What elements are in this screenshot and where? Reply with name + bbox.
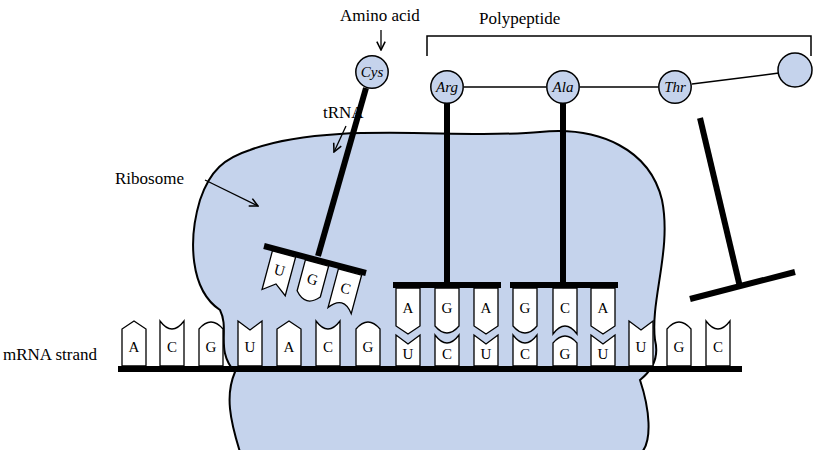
base-letter: C <box>167 340 177 355</box>
mrna-base: C <box>316 321 340 366</box>
mrna-base: U <box>591 335 615 366</box>
base-letter: G <box>363 340 374 355</box>
base-letter: U <box>598 347 609 362</box>
anticodon-base: C <box>553 288 577 334</box>
amino-acid-circle: Ala <box>546 70 580 104</box>
leader-arrow <box>380 30 381 50</box>
anticodon-base: A <box>396 288 420 334</box>
base-letter: A <box>403 301 414 316</box>
anticodon-base: G <box>513 288 537 334</box>
ribosome-body <box>193 131 665 450</box>
empty-trna-bar <box>690 272 795 299</box>
amino-acid-circle: Cys <box>355 55 389 89</box>
mrna-base: A <box>122 321 146 366</box>
mrna-base: C <box>160 321 184 366</box>
base-letter: A <box>598 301 609 316</box>
mrna-base: A <box>277 321 301 366</box>
part-label: Polypeptide <box>479 10 560 29</box>
amino-acid-circle <box>778 53 812 87</box>
base-letter: G <box>442 301 453 316</box>
amino-acid-name: Arg <box>436 80 458 95</box>
trna-stem <box>444 100 450 283</box>
mrna-base: C <box>513 335 537 366</box>
amino-acid-name: Cys <box>361 65 384 80</box>
anticodon-base: A <box>474 288 498 334</box>
mrna-backbone <box>118 366 742 372</box>
mrna-base: C <box>706 321 730 366</box>
base-letter: A <box>284 340 295 355</box>
mrna-base: G <box>667 321 691 366</box>
base-letter: C <box>713 340 723 355</box>
base-letter: G <box>674 340 685 355</box>
mrna-base: C <box>435 335 459 366</box>
empty-trna-stem <box>700 118 740 287</box>
base-letter: U <box>245 340 256 355</box>
trna-bar <box>393 282 501 288</box>
base-letter: C <box>442 347 452 362</box>
anticodon-base: A <box>591 288 615 334</box>
base-letter: U <box>481 347 492 362</box>
base-letter: G <box>560 347 571 362</box>
base-letter: C <box>520 347 530 362</box>
base-letter: C <box>323 340 333 355</box>
anticodon-base: C <box>328 269 362 314</box>
base-letter: G <box>206 340 217 355</box>
part-label: Ribosome <box>115 170 184 189</box>
leader-arrow <box>334 126 346 152</box>
peptide-bond <box>464 86 546 88</box>
mrna-base: U <box>396 335 420 366</box>
amino-acid-circle: Thr <box>658 70 692 104</box>
mrna-base: U <box>474 335 498 366</box>
base-letter: C <box>560 301 570 316</box>
base-letter: A <box>481 301 492 316</box>
mrna-base: U <box>238 321 262 366</box>
part-label: tRNA <box>323 104 364 123</box>
polypeptide-bracket <box>427 36 811 56</box>
trna-stem <box>318 88 366 256</box>
base-letter: U <box>636 340 647 355</box>
mrna-base: G <box>199 321 223 366</box>
anticodon-base: U <box>262 251 296 296</box>
amino-acid-name: Ala <box>553 80 574 95</box>
part-label: mRNA strand <box>3 346 97 365</box>
base-letter: G <box>520 301 531 316</box>
anticodon-base: G <box>435 288 459 334</box>
trna-stem <box>560 100 566 283</box>
mrna-base: U <box>629 321 653 366</box>
amino-acid-name: Thr <box>664 80 686 95</box>
amino-acid-circle: Arg <box>430 70 464 104</box>
part-label: Amino acid <box>340 7 420 26</box>
mrna-base: G <box>356 321 380 366</box>
leader-arrow <box>205 180 258 206</box>
base-letter: U <box>403 347 414 362</box>
peptide-bond <box>580 86 658 88</box>
anticodon-base: G <box>295 260 329 305</box>
trna-bar <box>510 282 618 288</box>
peptide-bond <box>692 73 779 84</box>
base-letter: A <box>129 340 140 355</box>
mrna-base: G <box>553 335 577 366</box>
